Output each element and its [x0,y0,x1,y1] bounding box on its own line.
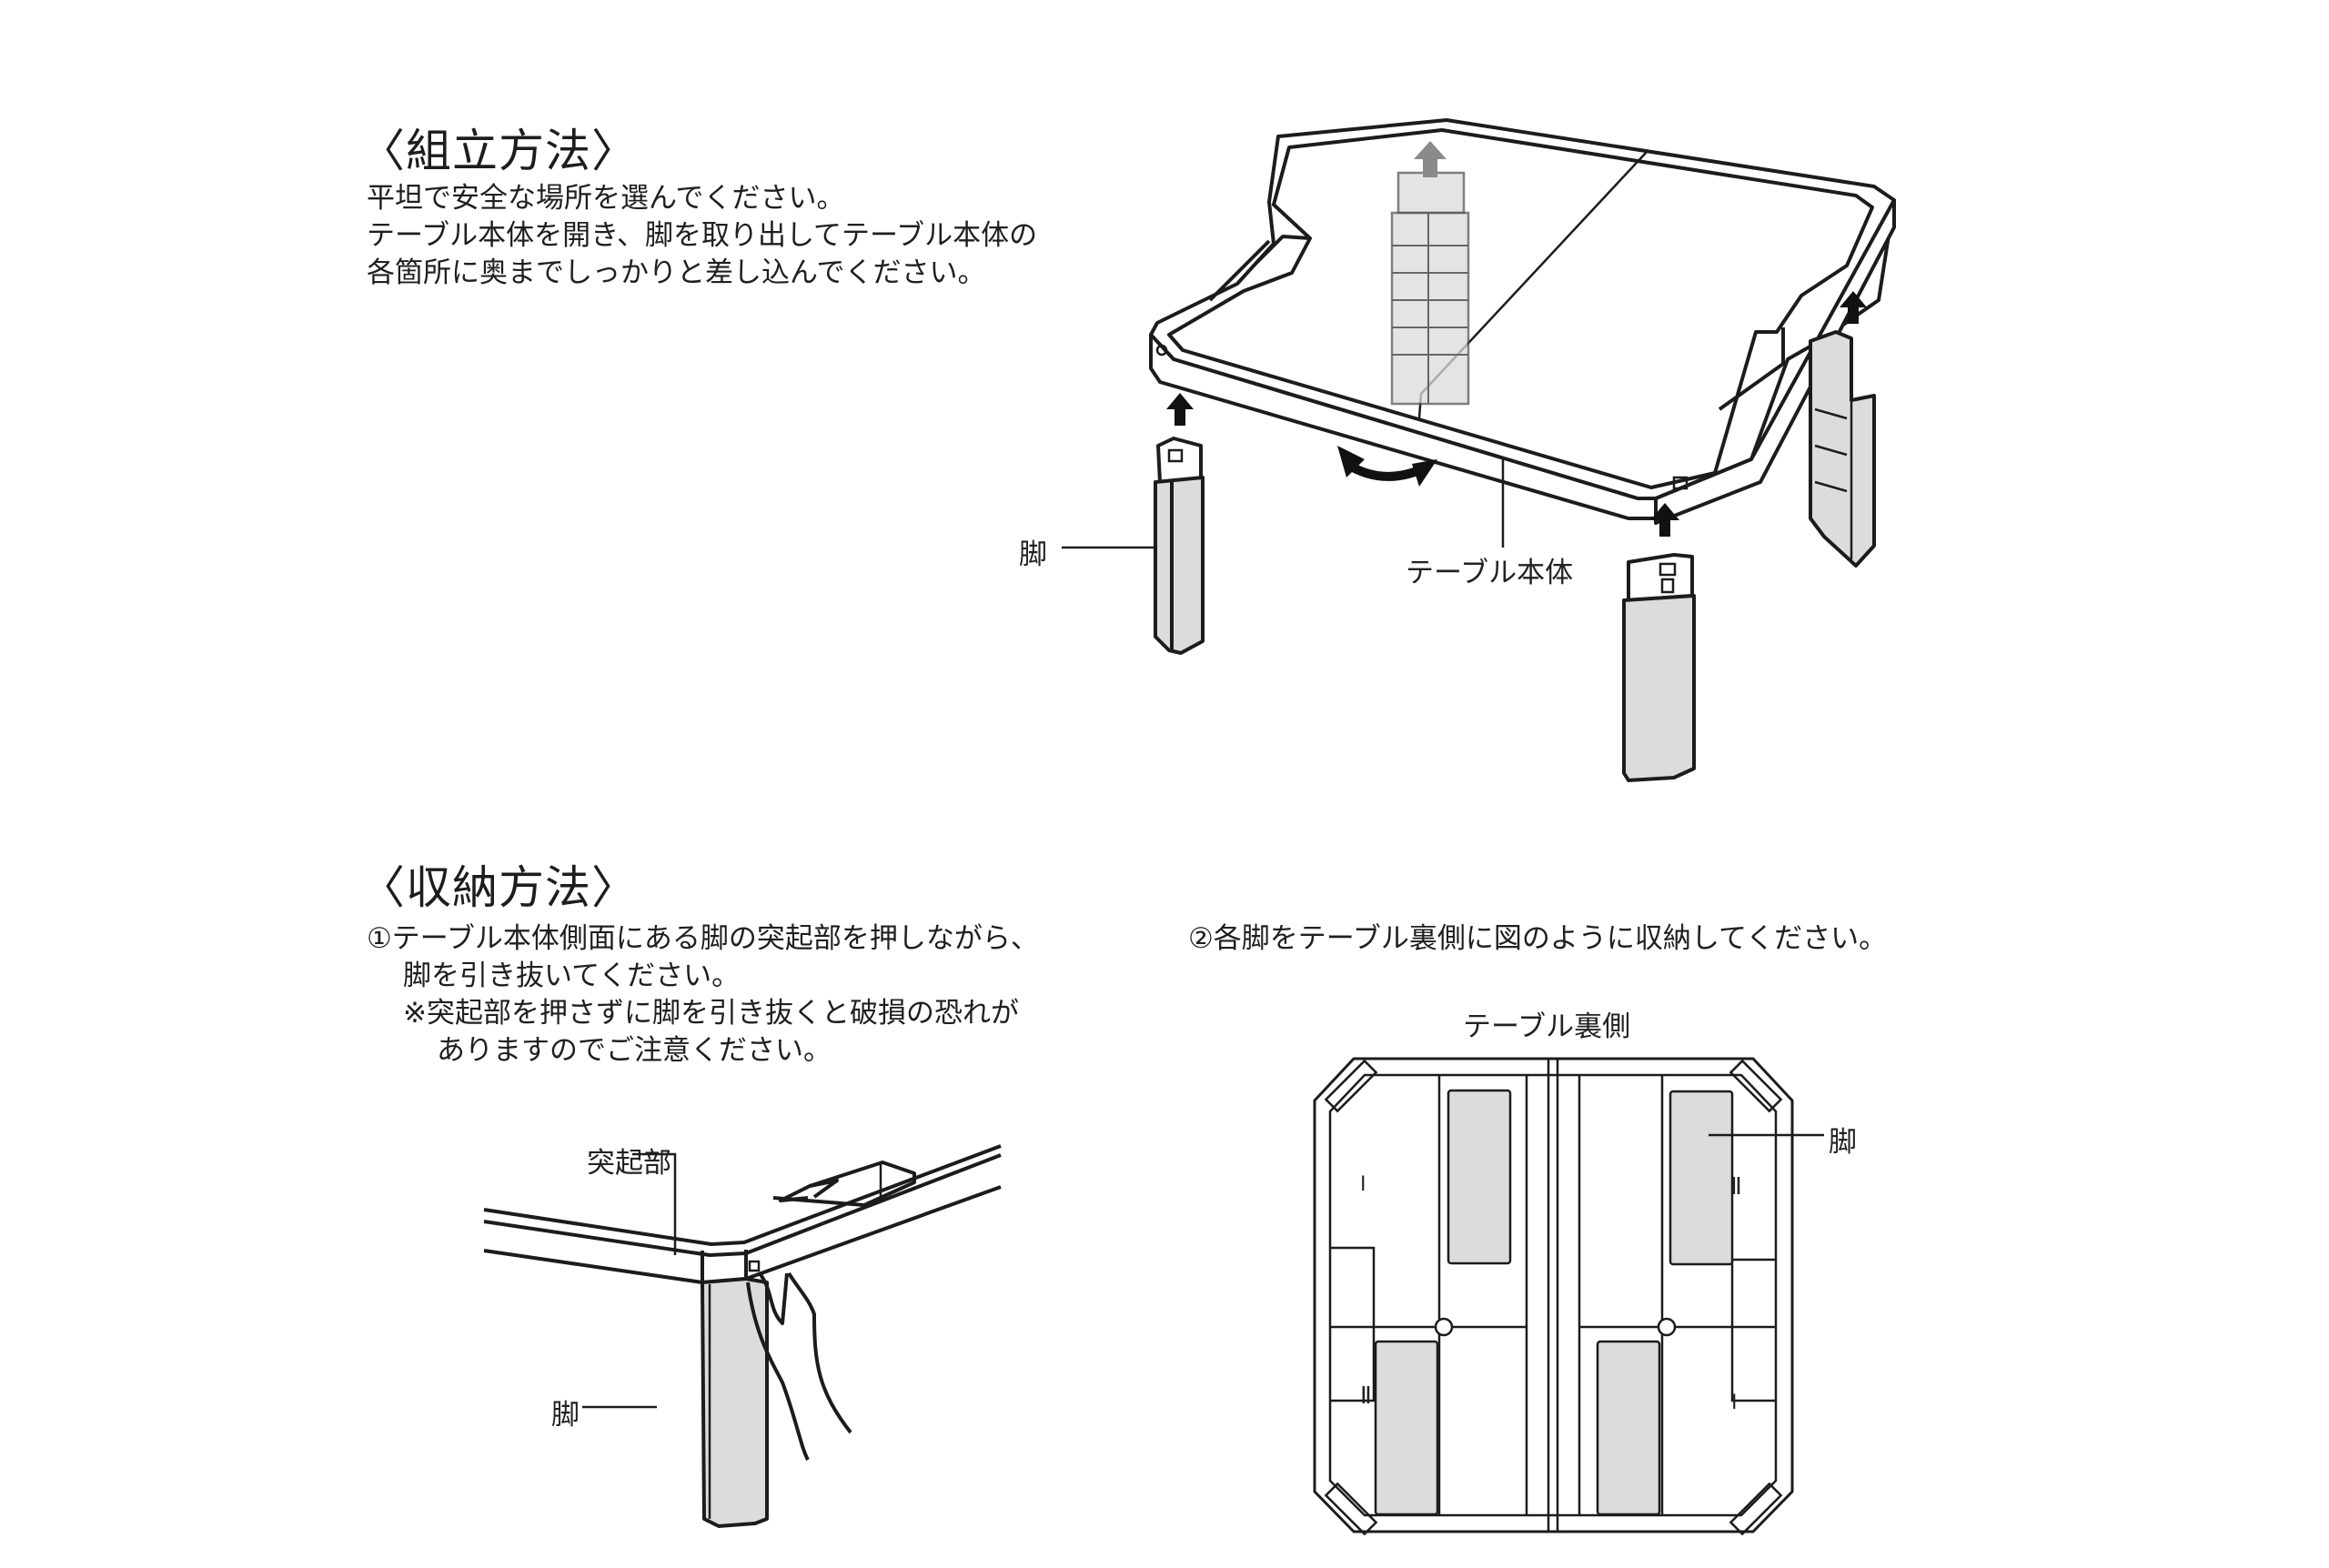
assembly-diagram [1062,118,1896,782]
table-corner-illustration [483,1144,1002,1284]
up-arrow-icon [1166,393,1194,426]
step2-line: ②各脚をテーブル裏側に図のように収納してください。 [1188,922,1888,955]
step1-note-line-1: ※突起部を押さずに脚を引き抜くと破損の恐れが [403,997,1019,1030]
assembly-leg-label: 脚 [1019,538,1047,571]
stored-leg-2 [1669,1090,1734,1266]
step1-line-1: ①テーブル本体側面にある脚の突起部を押しながら、 [367,922,1039,955]
step1-note-line-2: ありますのでご注意ください。 [437,1034,832,1067]
table-body-illustration [1149,118,1896,525]
assembly-line-3: 各箇所に奥までしっかりと差し込んでください。 [367,256,986,289]
assembly-instructions: 平坦で安全な場所を選んでください。 テーブル本体を開き、脚を取り出してテーブル本… [367,180,1037,292]
protrusion-button [748,1260,761,1272]
leg-illustration-right [1809,330,1876,568]
underside-leg-label: 脚 [1829,1126,1857,1159]
stored-leg-3 [1374,1340,1439,1516]
assembly-line-2: テーブル本体を開き、脚を取り出してテーブル本体の [367,219,1038,252]
protrusion-leader-line [632,1152,677,1255]
step1-leg-label: 脚 [551,1399,580,1432]
assembly-body-label: テーブル本体 [1406,557,1574,589]
slot-mark-4: Ⅰ [1731,1392,1738,1414]
protrusion-label: 突起部 [587,1147,671,1180]
storage-title: 〈収納方法〉 [359,861,638,914]
leg-illustration-front [1622,553,1696,782]
up-arrow-icon [1840,291,1867,324]
leg-illustration-center [1390,171,1470,406]
slot-mark-1: Ⅰ [1360,1173,1366,1196]
rotate-double-arrow-icon [1337,446,1437,487]
step1-line-2: 脚を引き抜いてください。 [403,960,741,992]
assembly-title: 〈組立方法〉 [359,125,638,177]
slot-mark-3: Ⅱ [1360,1382,1372,1410]
underside-title: テーブル裏側 [1463,1010,1631,1043]
up-arrow-icon [1650,503,1679,537]
stored-leg-4 [1596,1340,1661,1516]
slot-mark-2: Ⅱ [1730,1173,1742,1201]
hand-illustration [746,1271,852,1461]
assembly-line-1: 平坦で安全な場所を選んでください。 [367,182,845,215]
up-arrow-icon [1414,141,1447,177]
leg-illustration-left [1154,437,1205,655]
stored-leg-1 [1447,1089,1512,1265]
storage-step1: ①テーブル本体側面にある脚の突起部を押しながら、 脚を引き抜いてください。 ※突… [367,920,1039,1070]
storage-leg-illustration [701,1277,769,1528]
